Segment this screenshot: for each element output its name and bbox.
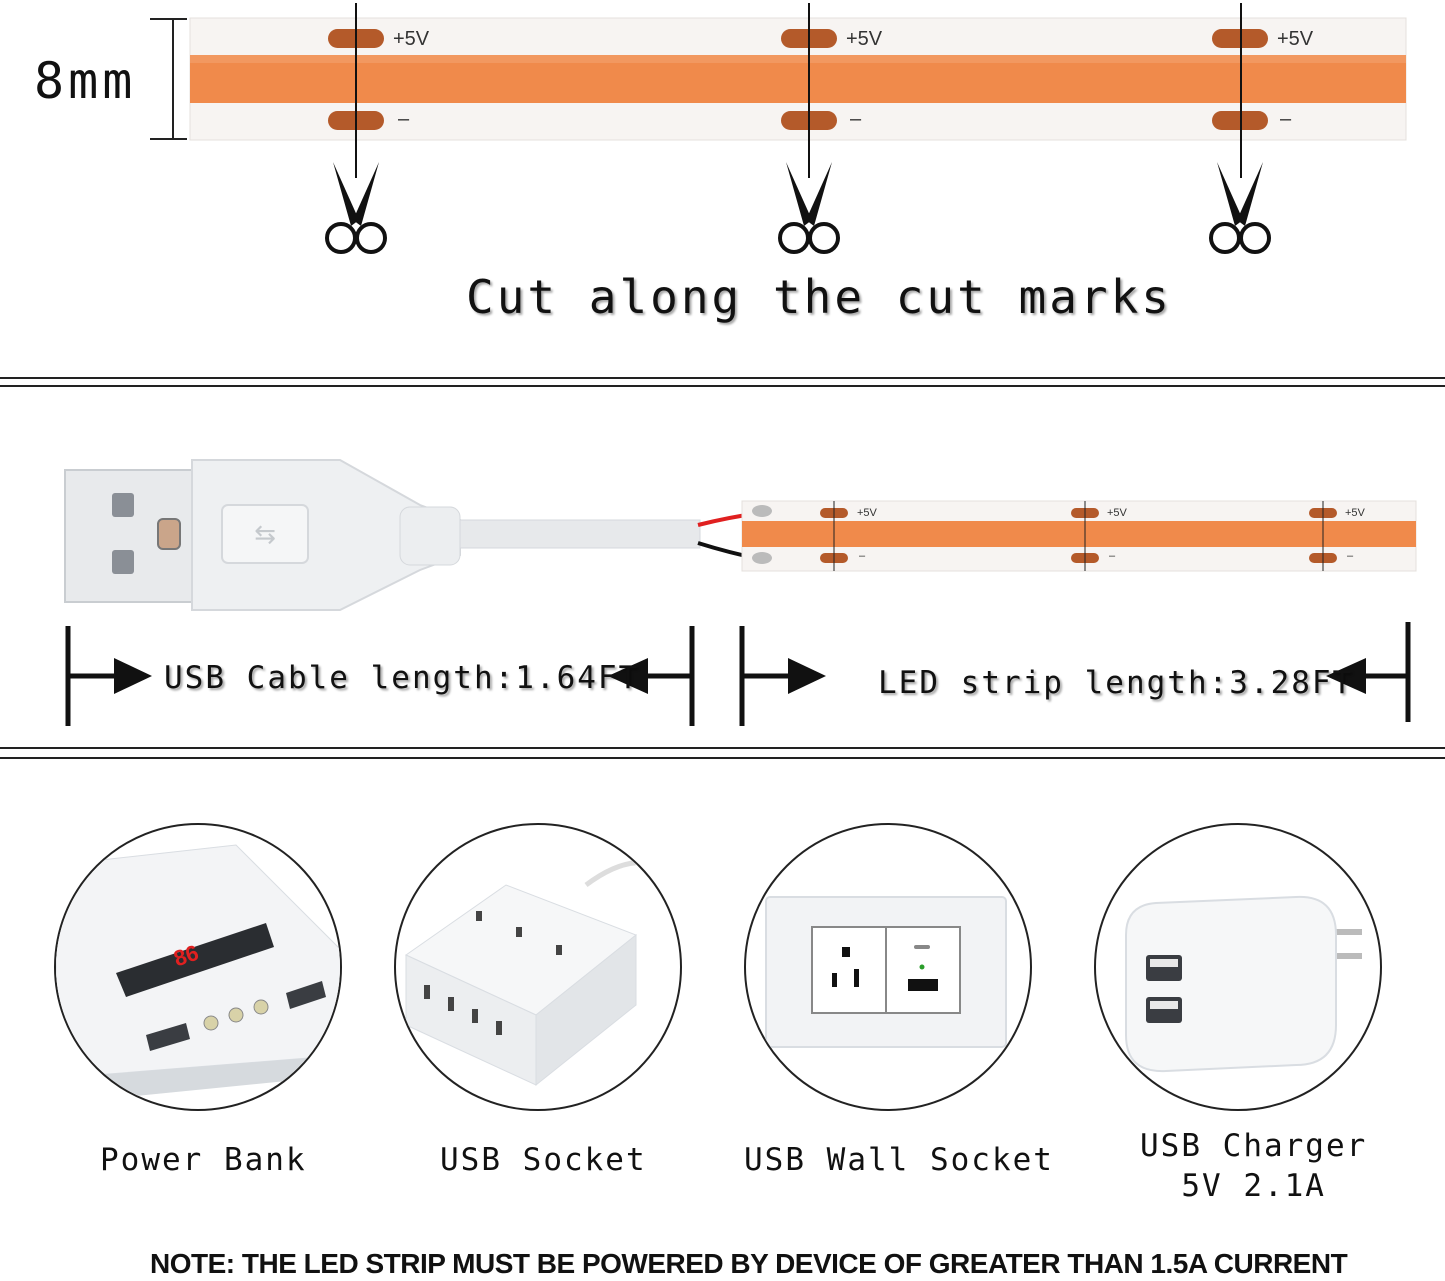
plus-label: +5V [393, 28, 430, 50]
minus-label: – [1280, 108, 1292, 130]
svg-text:⇆: ⇆ [254, 520, 276, 550]
minus-label: – [850, 108, 862, 130]
small-minus-label-2: – [1109, 550, 1116, 562]
scissors-icon [323, 160, 389, 260]
small-plus-label-2: +5V [1107, 507, 1127, 519]
led-strip-large [189, 17, 1407, 141]
usb-plug-image: ⇆ [64, 459, 760, 611]
length-arrows [65, 622, 1411, 726]
divider-top-2 [0, 385, 1445, 387]
small-minus-label-3: – [1347, 550, 1354, 562]
usb-cable-length: USB Cable length:1.64FT [164, 660, 640, 696]
width-dimension-lines [150, 18, 187, 140]
plus-label: +5V [1277, 28, 1314, 50]
small-plus-label-3: +5V [1345, 507, 1365, 519]
usb-charger-circle [1094, 823, 1382, 1111]
usb-socket-image [405, 860, 657, 1087]
small-minus-label-1: – [859, 550, 866, 562]
power-bank-image [56, 844, 340, 1100]
power-bank-label: Power Bank [100, 1142, 307, 1178]
divider-top-1 [0, 377, 1445, 379]
cut-line [808, 3, 810, 178]
cut-line [355, 3, 357, 178]
scissors-icon [1207, 160, 1273, 260]
led-strip-small [741, 500, 1417, 572]
led-strip-length: LED strip length:3.28FT [878, 665, 1354, 701]
cut-instruction: Cut along the cut marks [466, 270, 1172, 324]
power-bank-circle: 86 [54, 823, 342, 1111]
divider-bottom-1 [0, 747, 1445, 749]
usb-wall-socket-label: USB Wall Socket [744, 1142, 1054, 1178]
power-note: NOTE: THE LED STRIP MUST BE POWERED BY D… [150, 1248, 1348, 1279]
usb-wall-socket-circle [744, 823, 1032, 1111]
plus-label: +5V [846, 28, 883, 50]
usb-socket-circle [394, 823, 682, 1111]
divider-bottom-2 [0, 757, 1445, 759]
minus-label: – [398, 108, 410, 130]
cut-line [1240, 3, 1242, 178]
scissors-icon [776, 160, 842, 260]
usb-charger-image [1125, 895, 1362, 1073]
usb-socket-label: USB Socket [440, 1142, 647, 1178]
usb-charger-label: USB Charger 5V 2.1A [1140, 1128, 1368, 1204]
usb-wall-socket-image [765, 896, 1007, 1048]
width-label: 8mm [34, 52, 137, 110]
small-plus-label-1: +5V [857, 507, 877, 519]
